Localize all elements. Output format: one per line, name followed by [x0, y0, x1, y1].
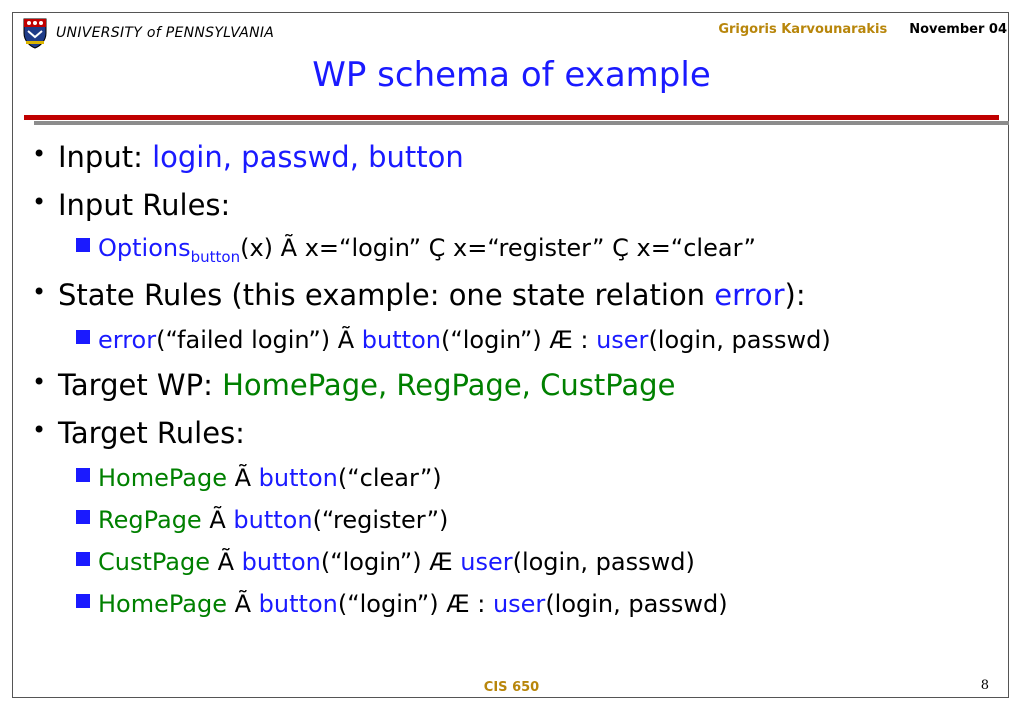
bullet-dot-icon: • — [32, 188, 47, 216]
bullet-target-rules: • Target Rules: — [32, 416, 245, 450]
square-bullet-icon — [76, 510, 90, 524]
penn-crest-icon — [23, 18, 47, 49]
square-bullet-icon — [76, 594, 90, 608]
bullet-target-wp: • Target WP: HomePage, RegPage, CustPage — [32, 368, 676, 402]
bullet-dot-icon: • — [32, 368, 47, 396]
date-label: November 04 — [909, 22, 1007, 37]
university-name: UNIVERSITY of PENNSYLVANIA — [56, 25, 275, 41]
page-number: 8 — [980, 678, 989, 693]
sub-target-rule-3: CustPage Ã button(“login”) Æ user(login,… — [76, 548, 695, 576]
bullet-dot-icon: • — [32, 140, 47, 168]
square-bullet-icon — [76, 468, 90, 482]
bullet-state-rules: • State Rules (this example: one state r… — [32, 278, 806, 312]
slide-title: WP schema of example — [312, 55, 711, 95]
course-label: CIS 650 — [483, 680, 540, 695]
header-right: Grigoris Karvounarakis November 04 — [718, 22, 1007, 37]
author-name: Grigoris Karvounarakis — [718, 22, 888, 37]
square-bullet-icon — [76, 330, 90, 344]
sub-target-rule-2: RegPage Ã button(“register”) — [76, 506, 448, 534]
bullet-dot-icon: • — [32, 416, 47, 444]
header-left: UNIVERSITY of PENNSYLVANIA — [22, 17, 274, 49]
title-divider-gray — [34, 121, 1009, 125]
sub-error-rule: error(“failed login”) Ã button(“login”) … — [76, 326, 831, 354]
sub-target-rule-1: HomePage Ã button(“clear”) — [76, 464, 442, 492]
sub-target-rule-4: HomePage Ã button(“login”) Æ : user(logi… — [76, 590, 728, 618]
square-bullet-icon — [76, 552, 90, 566]
bullet-input: • Input: login, passwd, button — [32, 140, 464, 174]
title-divider-red — [24, 115, 999, 120]
sub-options-rule: Optionsbutton(x) Ã x=“login” Ç x=“regist… — [76, 234, 756, 266]
slide-frame — [12, 12, 1009, 698]
bullet-dot-icon: • — [32, 278, 47, 306]
bullet-input-rules: • Input Rules: — [32, 188, 231, 222]
square-bullet-icon — [76, 238, 90, 252]
